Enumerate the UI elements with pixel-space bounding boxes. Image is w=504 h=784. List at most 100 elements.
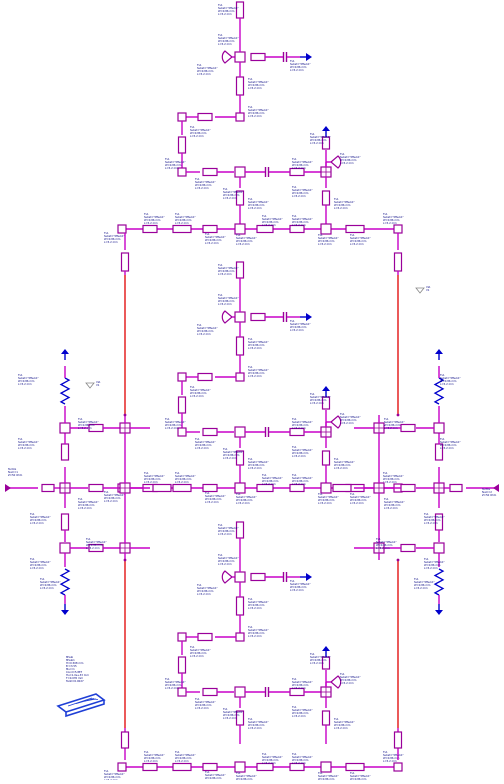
tline-element (41, 483, 55, 493)
tee-junction (234, 51, 246, 63)
bend-element (177, 687, 187, 697)
radial-stub (221, 50, 233, 64)
tline-element (120, 731, 130, 749)
tline-element (235, 261, 245, 279)
radial-stub (221, 570, 233, 584)
ground-icon (306, 53, 312, 61)
port-icon (5, 484, 11, 492)
ground-icon (306, 573, 312, 581)
ground-icon (322, 126, 330, 131)
tline-element (235, 596, 245, 616)
tline-element (177, 396, 187, 414)
resistor-icon (59, 568, 71, 596)
tee-junction (320, 223, 332, 235)
radial-stub (330, 675, 342, 689)
ground-icon (435, 610, 443, 615)
bend-element (177, 427, 187, 437)
tee-junction (234, 761, 246, 773)
bend-element (117, 762, 127, 772)
bend-element (177, 372, 187, 382)
tee-junction (234, 166, 246, 178)
ground-icon (322, 646, 330, 651)
radial-stub (330, 155, 342, 169)
substrate-icon (56, 693, 106, 713)
tline-element (235, 336, 245, 356)
tee-junction (234, 311, 246, 323)
tline-element (289, 224, 305, 234)
tline-element (235, 1, 245, 19)
tee-junction (433, 422, 445, 434)
tline-element (345, 224, 365, 234)
tline-element (120, 252, 130, 272)
tline-element (393, 252, 403, 272)
tline-element (202, 427, 218, 437)
resistor-icon (433, 568, 445, 596)
tee-junction (234, 482, 246, 494)
bend-element (235, 632, 245, 642)
tline-element (332, 483, 352, 493)
tee-junction (433, 542, 445, 554)
tline-element (142, 762, 158, 772)
resistor-icon (59, 377, 71, 405)
tline-element (449, 483, 463, 493)
ground-icon (322, 386, 330, 391)
ground-icon (61, 610, 69, 615)
via-icon (415, 287, 425, 294)
substrate-icon (65, 700, 105, 718)
tline-element (250, 52, 266, 62)
tline-element (177, 136, 187, 154)
tline-element (321, 450, 331, 466)
bend-element (177, 112, 187, 122)
tline-element (321, 710, 331, 726)
tee-junction (234, 686, 246, 698)
tline-element (256, 762, 274, 772)
ground-icon (306, 313, 312, 321)
tline-element (202, 687, 218, 697)
tline-element (235, 76, 245, 96)
